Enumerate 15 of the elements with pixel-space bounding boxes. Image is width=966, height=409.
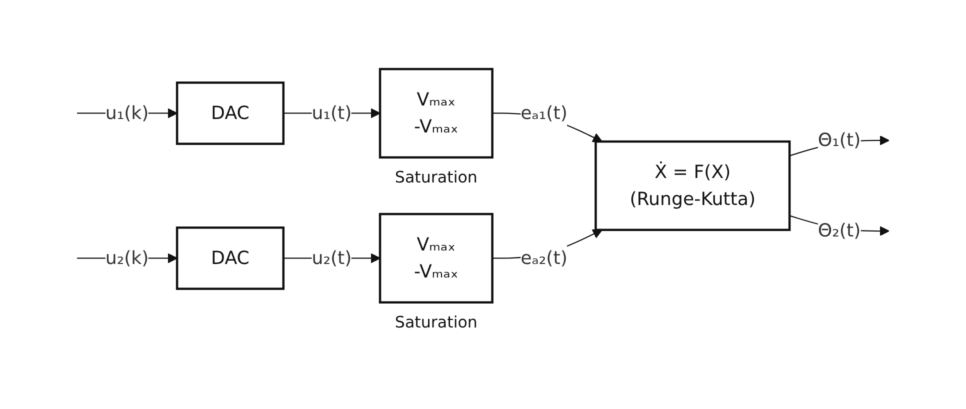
edge-label: Θ₂(t) (818, 219, 861, 241)
block-caption: Saturation (394, 166, 478, 186)
edge-label: eₐ₁(t) (520, 101, 568, 123)
node-box: Ẋ = F(X) (Runge-Kutta) (594, 140, 791, 231)
edge-label: u₂(t) (312, 246, 352, 268)
node-box: Vₘₐₓ -Vₘₐₓ (378, 67, 494, 158)
edge-label: u₁(k) (105, 101, 149, 123)
edge-label: u₁(t) (312, 101, 352, 123)
node-box: Vₘₐₓ -Vₘₐₓ (378, 212, 494, 304)
edge-label: u₂(k) (105, 246, 149, 268)
node-box: DAC (176, 226, 285, 290)
edge-label: eₐ₂(t) (520, 246, 568, 268)
node-box: DAC (176, 81, 285, 144)
block-caption: Saturation (394, 312, 478, 331)
edge-label: Θ₁(t) (818, 128, 861, 150)
